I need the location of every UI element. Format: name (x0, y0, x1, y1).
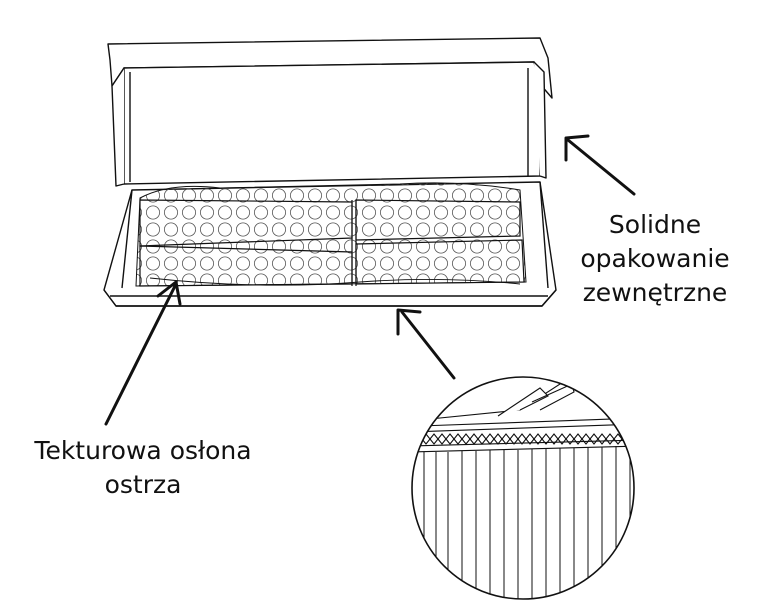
blade-guard-label-line: ostrza (104, 470, 182, 499)
arrow-up-left-icon (564, 134, 636, 196)
box-lid (107, 37, 553, 187)
outer-packaging-label: Solidne opakowanie zewnętrzne (560, 208, 750, 310)
outer-packaging-label-line: zewnętrzne (582, 278, 728, 307)
outer-packaging-label-line: Solidne (608, 210, 702, 239)
blade-guard-label-line: Tekturowa osłona (34, 436, 252, 465)
arrow-up-right-icon (104, 280, 182, 426)
blade-guard-label: Tekturowa osłona ostrza (18, 434, 268, 502)
outer-packaging-label-line: opakowanie (580, 244, 730, 273)
arrow-up-left-icon (396, 308, 456, 380)
cardboard-detail-zoom (411, 376, 635, 600)
bubble-wrap-bundle (135, 182, 527, 287)
